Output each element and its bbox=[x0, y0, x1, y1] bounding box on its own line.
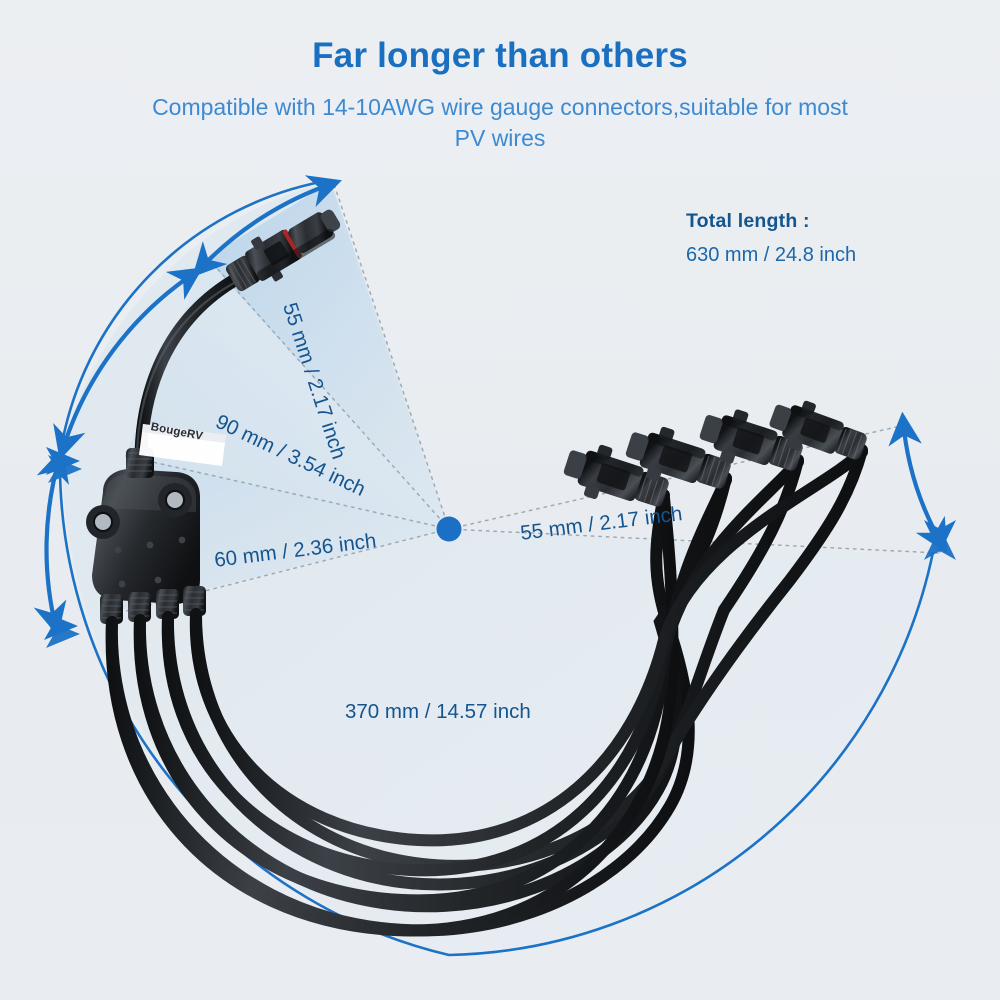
c3-latch-top bbox=[719, 449, 736, 464]
page-subtitle: Compatible with 14-10AWG wire gauge conn… bbox=[152, 94, 848, 151]
tick-arrowheads-left bbox=[44, 447, 82, 648]
arrow-arc-hub bbox=[33, 447, 69, 637]
c1-tip bbox=[563, 450, 587, 479]
c2-nut bbox=[696, 453, 731, 489]
hub-mount-ring-right bbox=[158, 483, 192, 517]
leader-to-connector-base bbox=[206, 256, 450, 530]
total-length-label: Total length : bbox=[686, 210, 810, 232]
branch-arc-3 bbox=[161, 456, 804, 877]
c2-latch-top bbox=[645, 466, 662, 481]
c4-shadow bbox=[790, 405, 844, 431]
arrow-arc-connector-top bbox=[192, 175, 342, 278]
leader-to-connector-tip bbox=[332, 180, 450, 530]
branch-cables-arcs bbox=[105, 446, 868, 937]
tick-arrowheads-right bbox=[924, 520, 956, 560]
dimension-label-branch-cable: 370 mm / 14.57 inch bbox=[345, 700, 531, 723]
c1-nut bbox=[634, 471, 669, 507]
c4-nut bbox=[834, 427, 867, 460]
arrow-arc-branch-connector bbox=[888, 411, 948, 554]
hub-screws bbox=[114, 536, 186, 588]
branch-arc-2 bbox=[133, 474, 732, 907]
pivot-dot bbox=[436, 516, 462, 542]
hub-mount-ring-left bbox=[86, 505, 120, 539]
c3-tip bbox=[699, 415, 723, 444]
branch-arc-4 bbox=[189, 446, 868, 847]
connector-branch-1 bbox=[563, 444, 669, 507]
branch-cable-4 bbox=[190, 444, 868, 872]
c4-tip bbox=[769, 404, 792, 431]
c2-shadow bbox=[647, 432, 706, 459]
connector-branch-4 bbox=[769, 400, 867, 460]
page-title: Far longer than others bbox=[312, 36, 688, 75]
c4-latch-top bbox=[788, 437, 803, 451]
leader-to-branch-right bbox=[448, 528, 939, 554]
leader-to-hub-top bbox=[125, 455, 450, 530]
c2-tip bbox=[625, 432, 649, 461]
total-length-value: 630 mm / 24.8 inch bbox=[686, 244, 857, 266]
outer-arc-bottom bbox=[58, 454, 935, 957]
hub-glands-bottom bbox=[100, 586, 206, 624]
wedge-hub-body bbox=[122, 455, 449, 610]
c3-shadow bbox=[721, 415, 778, 441]
c1-latch-top bbox=[583, 484, 600, 499]
c1-shadow bbox=[585, 450, 644, 477]
connector-branch-2 bbox=[625, 426, 731, 489]
arrow-arc-trunk bbox=[53, 267, 204, 461]
